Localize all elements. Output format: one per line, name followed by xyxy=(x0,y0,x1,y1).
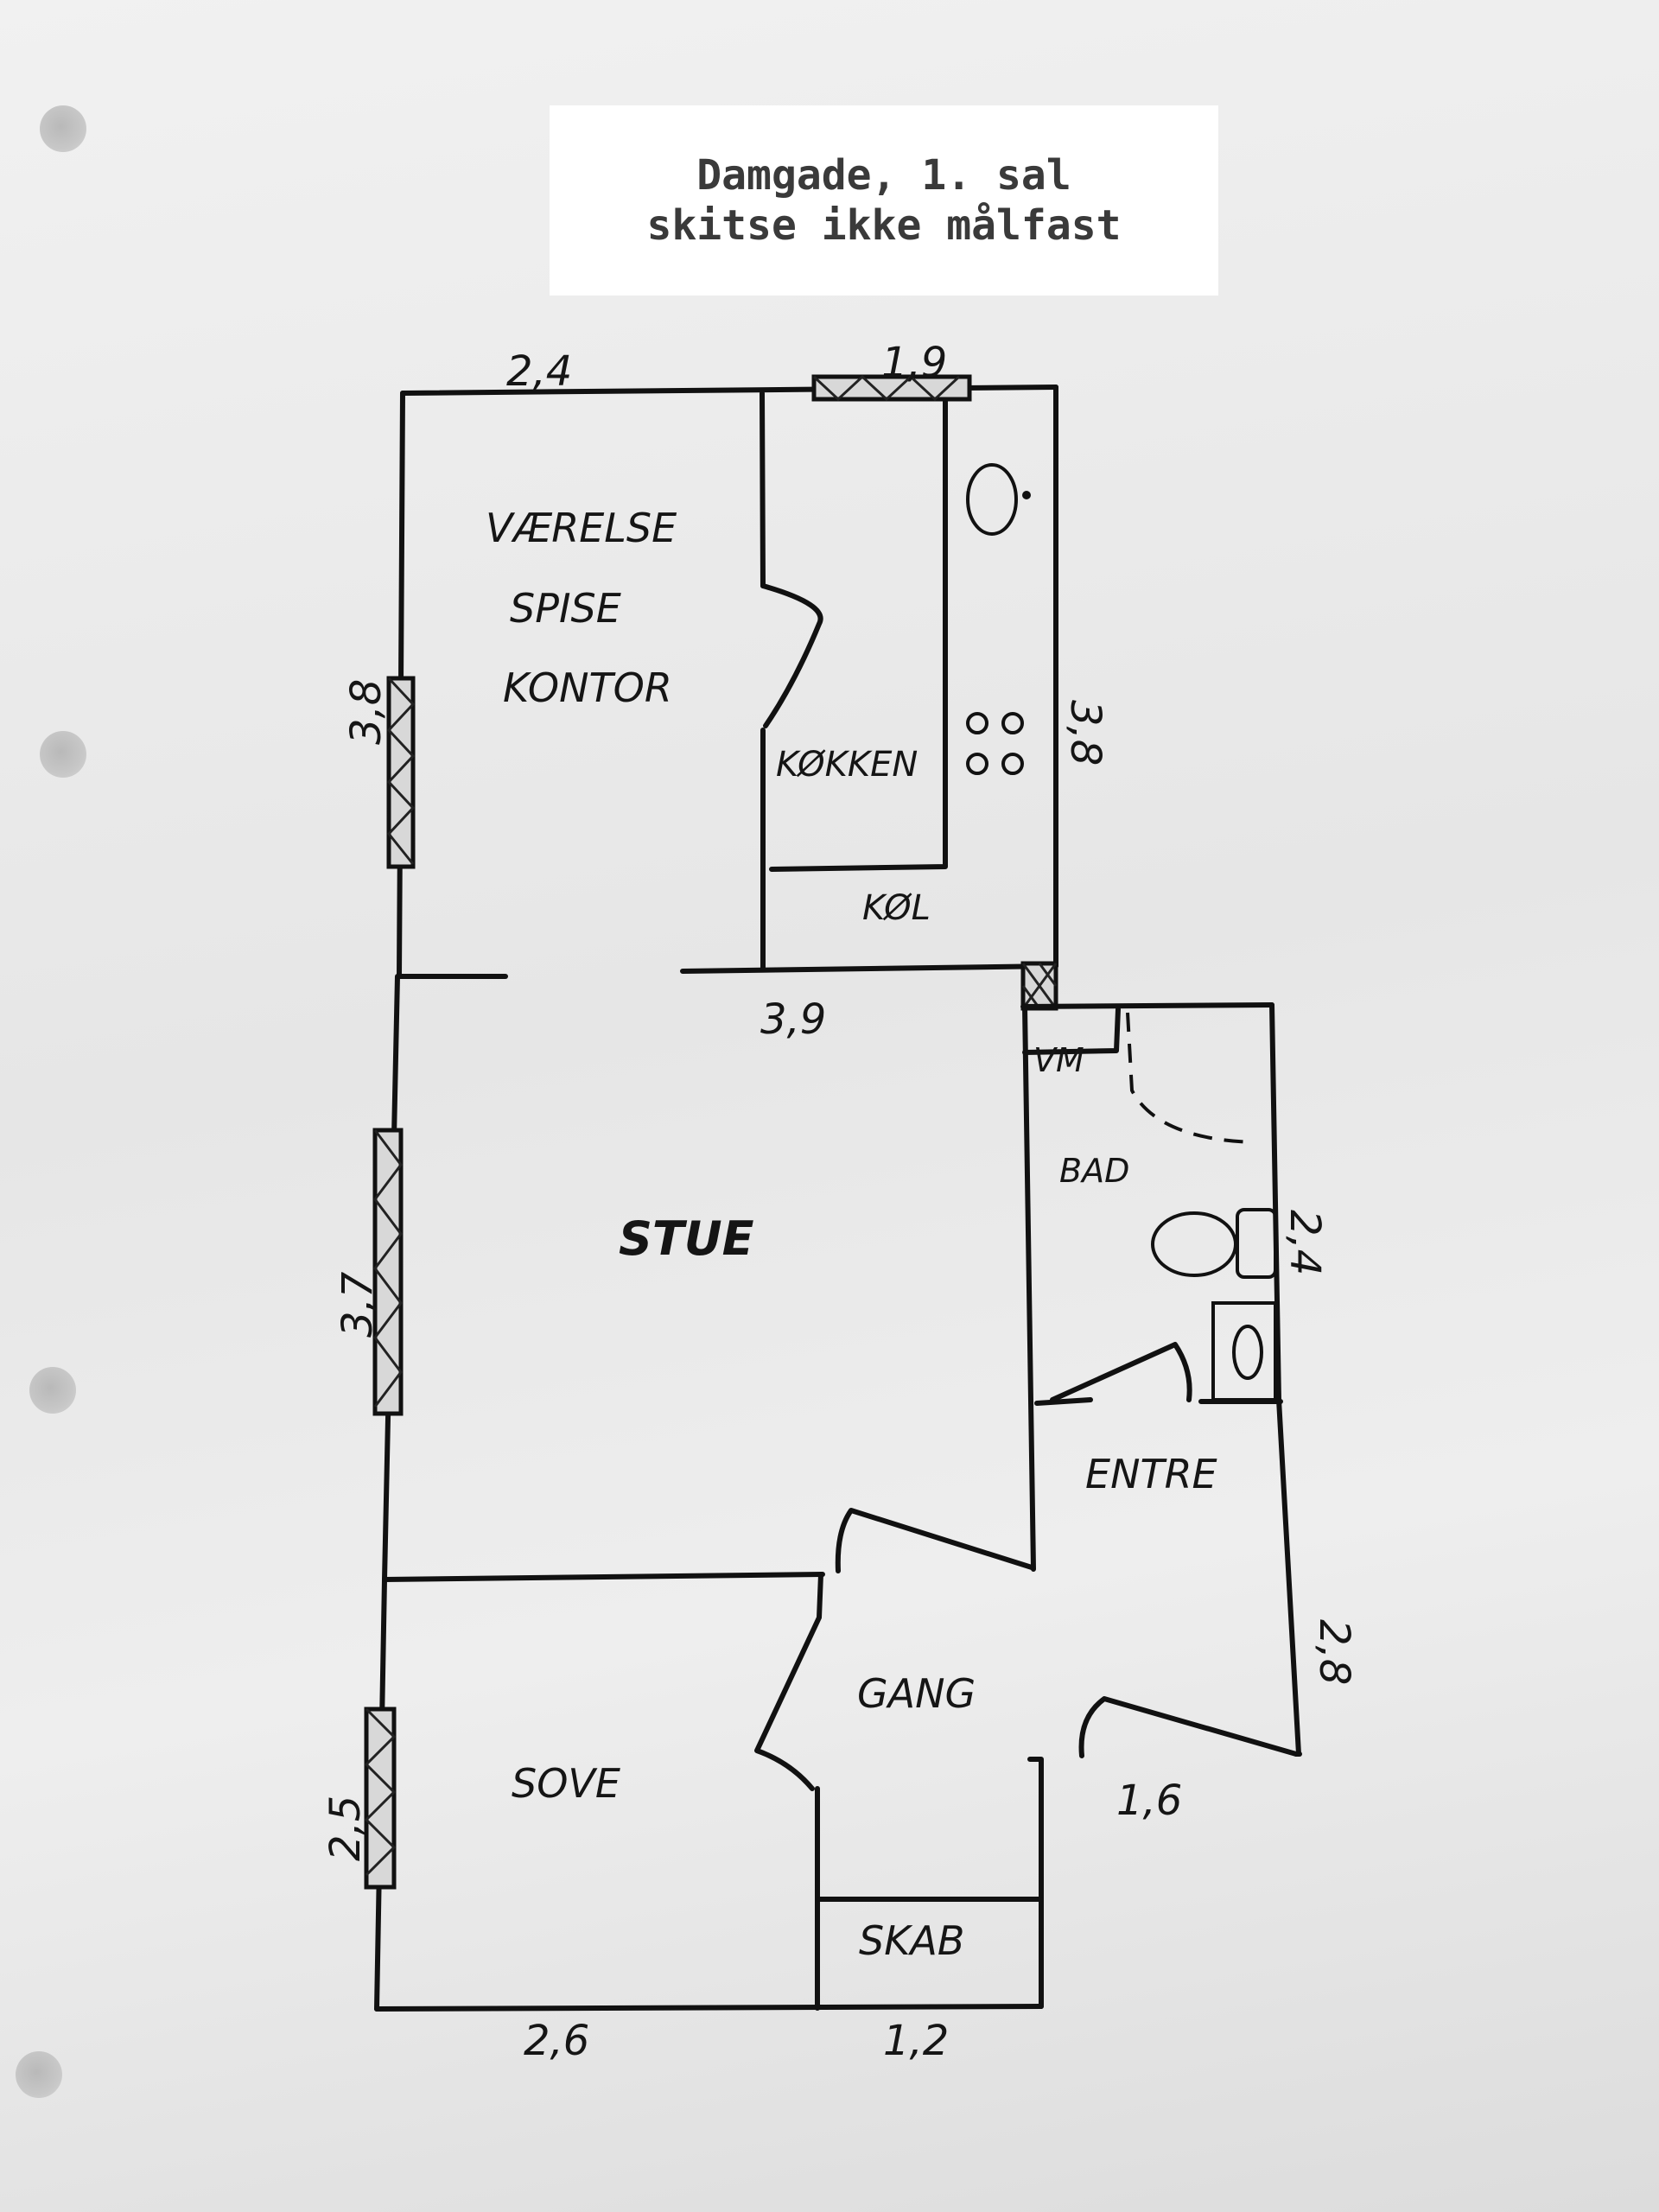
shower-outline xyxy=(1126,1012,1254,1144)
bath-door xyxy=(1050,1342,1192,1402)
room-label-spise: SPISE xyxy=(510,585,621,632)
wall-sove-gang-upper xyxy=(754,1572,823,1791)
window-left-middle xyxy=(372,1128,404,1416)
dim-middle: 3,9 xyxy=(760,995,826,1044)
room-label-bad: BAD xyxy=(1059,1152,1129,1190)
room-label-sove: SOVE xyxy=(512,1760,620,1807)
dim-bath-right: 2,4 xyxy=(1281,1210,1329,1275)
toilet-tank-icon xyxy=(1236,1208,1277,1279)
dim-right-top: 3,8 xyxy=(1061,700,1109,766)
windows xyxy=(364,374,1058,1890)
bath-entre-walls xyxy=(1020,1002,1301,1757)
title-address: Damgade, 1. sal xyxy=(696,151,1071,200)
wall-kitchen-left xyxy=(760,391,766,588)
wall-gang-right xyxy=(1027,1757,1044,2009)
room-label-vaerelse: VÆRELSE xyxy=(486,505,677,551)
window-left-lower xyxy=(364,1707,397,1890)
room-label-kol: KØL xyxy=(862,888,931,928)
sink-drain-icon xyxy=(1022,491,1031,499)
kitchen-counter xyxy=(769,391,948,872)
dim-top-right: 1,9 xyxy=(881,339,947,387)
wall-bath-top xyxy=(1020,1002,1274,1009)
kitchen-doorway-arc xyxy=(760,583,823,728)
stue-door xyxy=(835,1508,1034,1573)
room-label-vm: VM xyxy=(1033,1041,1084,1079)
wall-stue-top-right xyxy=(680,963,1058,974)
room-label-stue: STUE xyxy=(619,1211,754,1266)
dim-bottom-left: 2,6 xyxy=(524,2017,589,2065)
punch-hole xyxy=(16,2051,62,2098)
dim-top-left: 2,4 xyxy=(506,347,572,396)
punch-hole xyxy=(40,105,86,152)
dim-entre-right: 2,8 xyxy=(1310,1619,1358,1685)
room-label-kontor: KONTOR xyxy=(503,664,672,711)
dimension-labels: 2,4 1,9 3,8 3,8 3,9 3,7 2,4 2,8 1,6 2,5 … xyxy=(321,339,1358,2065)
wall-bath-left xyxy=(1022,1004,1036,1572)
sink-icon xyxy=(966,463,1018,536)
dim-left-bottom: 2,5 xyxy=(321,1796,370,1861)
title-box: Damgade, 1. sal skitse ikke målfast xyxy=(550,105,1218,296)
stove-icon xyxy=(966,712,1024,775)
title-note: skitse ikke målfast xyxy=(646,201,1122,250)
chimney-shaft xyxy=(1020,961,1058,1011)
window-left-upper xyxy=(386,676,416,869)
toilet-icon xyxy=(1151,1211,1237,1277)
entre-door xyxy=(1078,1696,1299,1758)
room-label-gang: GANG xyxy=(857,1670,976,1717)
room-label-skab: SKAB xyxy=(859,1917,964,1964)
washbasin-box-icon xyxy=(1211,1301,1277,1402)
kitchen-walls xyxy=(397,391,1058,979)
punch-hole xyxy=(40,731,86,778)
dim-left-top: 3,8 xyxy=(342,679,391,745)
wall-bottom xyxy=(374,2004,1044,2012)
room-labels: VÆRELSE SPISE KONTOR KØKKEN KØL VM BAD S… xyxy=(486,505,1217,1964)
window-top xyxy=(811,374,972,402)
vm-box xyxy=(1022,1007,1121,1055)
room-label-kokken: KØKKEN xyxy=(776,745,918,785)
wall-bath-entre xyxy=(1034,1397,1283,1406)
wall-stue-sove xyxy=(382,1572,825,1582)
dim-gang-bottom: 1,6 xyxy=(1116,1777,1182,1825)
room-label-entre: ENTRE xyxy=(1085,1451,1217,1497)
punch-hole xyxy=(29,1367,76,1414)
washbasin-icon xyxy=(1232,1325,1263,1380)
dim-bottom-right: 1,2 xyxy=(883,2017,949,2065)
dim-left-middle: 3,7 xyxy=(334,1271,382,1338)
outer-walls xyxy=(374,385,1058,2012)
lower-walls xyxy=(382,1508,1302,2011)
